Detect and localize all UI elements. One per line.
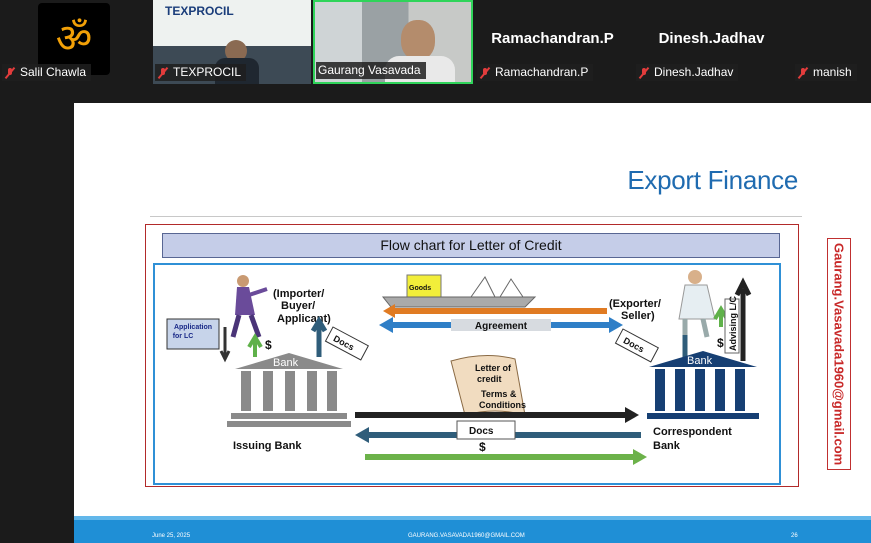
- participant-big-name: Dinesh.Jadhav: [658, 30, 765, 47]
- participant-tile-gaurang-active-speaker[interactable]: Gaurang Vasavada: [313, 0, 473, 84]
- participant-name-tag: TEXPROCIL: [155, 64, 247, 81]
- dollar-icon: $: [265, 338, 272, 352]
- docs-tag-icon: Docs: [614, 328, 659, 363]
- mic-muted-icon: [479, 67, 491, 79]
- slide-footer: June 25, 2025 GAURANG.VASAVADA1960@GMAIL…: [74, 516, 871, 543]
- blue-up-arrow-icon: [310, 316, 328, 357]
- svg-text:Seller): Seller): [621, 310, 655, 322]
- svg-text:(Importer/: (Importer/: [273, 288, 324, 300]
- letter-of-credit-scroll-icon: Letter of credit Terms & Conditions: [450, 354, 526, 416]
- svg-text:Application: Application: [174, 324, 212, 331]
- exporter-figure-icon: [678, 270, 716, 338]
- svg-text:Buyer/: Buyer/: [281, 300, 315, 312]
- svg-text:Advising L/C: Advising L/C: [728, 295, 738, 351]
- footer-date: June 25, 2025: [152, 533, 191, 539]
- dollar-icon: $: [717, 336, 724, 350]
- application-for-lc-box: Application for LC: [166, 318, 220, 350]
- shared-slide: Export Finance Gaurang.Vasavada1960@gmai…: [74, 103, 871, 543]
- participant-video-head: [401, 20, 435, 60]
- svg-text:(Exporter/: (Exporter/: [609, 298, 661, 310]
- svg-text:Terms &: Terms &: [481, 389, 517, 399]
- flowchart-header: Flow chart for Letter of Credit: [162, 233, 780, 258]
- participant-name-tag: Ramachandran.P: [477, 64, 594, 81]
- docs-banner: [456, 420, 516, 440]
- participant-strip: ॐ Salil Chawla TEXPROCIL TEXPROCIL Gaura…: [0, 0, 871, 84]
- correspondent-bank-label-line2: Bank: [653, 440, 681, 452]
- agreement-banner: [451, 319, 551, 331]
- cargo-ship-icon: Goods: [381, 274, 537, 308]
- side-email-box: Gaurang.Vasavada1960@gmail.com: [827, 238, 851, 470]
- svg-text:Bank: Bank: [273, 357, 299, 369]
- issuing-bank-icon: Bank: [227, 353, 351, 427]
- participant-video-head: [225, 40, 247, 62]
- mic-muted-icon: [4, 67, 16, 79]
- participant-name-tag: Gaurang Vasavada: [316, 62, 426, 79]
- green-up-arrow-icon: [247, 333, 263, 357]
- participant-tile-manish[interactable]: manish: [793, 0, 871, 84]
- svg-text:Letter of: Letter of: [475, 363, 512, 373]
- svg-text:Conditions: Conditions: [479, 400, 526, 410]
- slide-title: Export Finance: [627, 165, 798, 195]
- mic-muted-icon: [797, 67, 809, 79]
- slide-divider: [150, 216, 802, 217]
- svg-text:credit: credit: [477, 374, 502, 384]
- importer-figure-icon: [230, 275, 268, 338]
- flowchart-frame: Flow chart for Letter of Credit Applicat…: [145, 224, 799, 487]
- dollar-icon: $: [479, 440, 486, 454]
- advising-arrow-icon: [734, 277, 752, 361]
- participant-tile-texprocil[interactable]: TEXPROCIL TEXPROCIL: [153, 0, 311, 84]
- letter-of-credit-diagram: Application for LC (Importer/ Buyer/ App…: [153, 263, 781, 485]
- issuing-bank-label: Issuing Bank: [233, 440, 302, 452]
- advising-lc-label-box: [724, 298, 740, 354]
- participant-tile-dinesh[interactable]: Dinesh.Jadhav Dinesh.Jadhav: [634, 0, 789, 84]
- participant-name-tag: Dinesh.Jadhav: [636, 64, 739, 81]
- svg-text:for LC: for LC: [173, 333, 194, 340]
- participant-tile-ramachandran[interactable]: Ramachandran.P Ramachandran.P: [475, 0, 630, 84]
- down-arrow-icon: [219, 327, 231, 363]
- mic-muted-icon: [157, 67, 169, 79]
- participant-name-tag: Salil Chawla: [2, 64, 92, 81]
- participant-name-tag: manish: [795, 64, 857, 81]
- mic-muted-icon: [638, 67, 650, 79]
- svg-text:Docs: Docs: [469, 426, 494, 437]
- side-email: Gaurang.Vasavada1960@gmail.com: [831, 242, 847, 466]
- svg-text:Bank: Bank: [687, 355, 713, 367]
- om-icon: ॐ: [38, 3, 110, 75]
- participant-tile-salil[interactable]: ॐ Salil Chawla: [0, 0, 110, 84]
- correspondent-bank-label: Correspondent: [653, 426, 732, 438]
- svg-text:Agreement: Agreement: [475, 321, 528, 332]
- svg-text:Goods: Goods: [409, 285, 431, 292]
- footer-email: GAURANG.VASAVADA1960@GMAIL.COM: [408, 533, 525, 539]
- correspondent-bank-icon: Bank: [647, 351, 759, 419]
- participant-big-name: Ramachandran.P: [491, 30, 614, 47]
- footer-page-number: 26: [791, 533, 798, 539]
- texprocil-logo: TEXPROCIL: [165, 4, 234, 18]
- docs-tag-icon: Docs: [324, 326, 369, 361]
